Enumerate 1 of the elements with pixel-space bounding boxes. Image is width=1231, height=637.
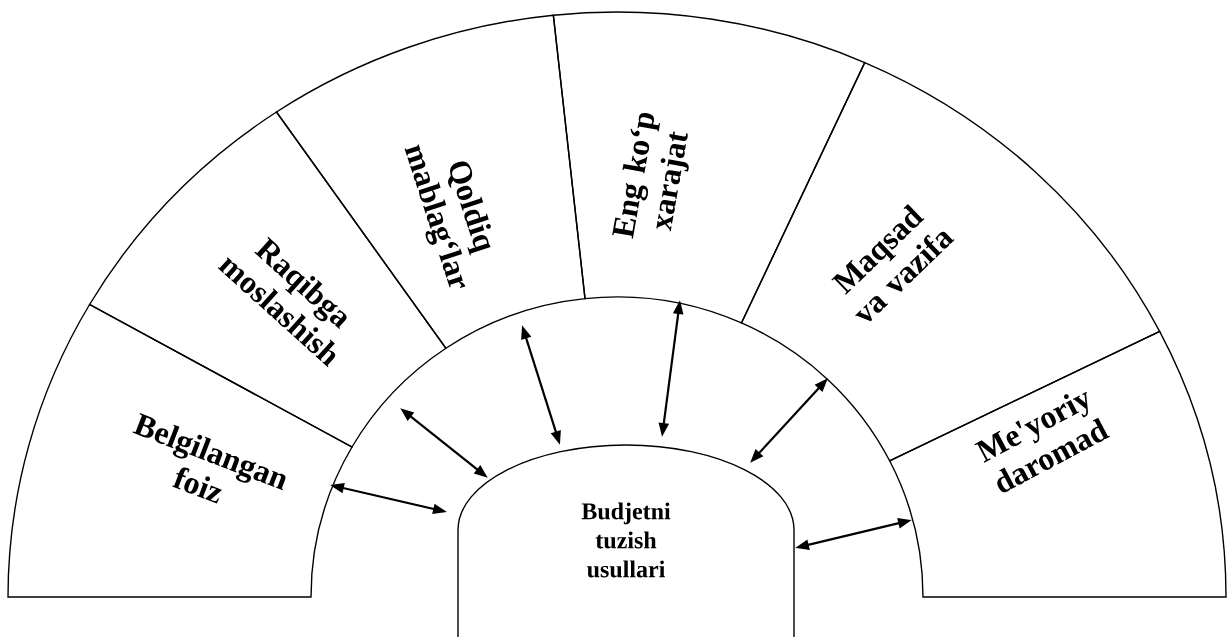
arch-box: Budjetni tuzish usullari: [457, 444, 795, 637]
